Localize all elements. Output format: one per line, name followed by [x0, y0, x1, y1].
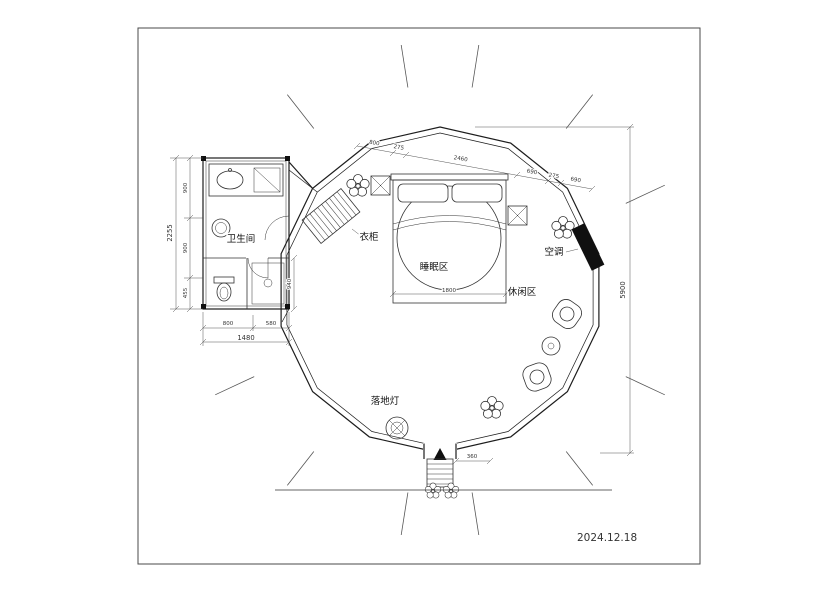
- label-floor-lamp: 落地灯: [371, 395, 400, 407]
- plant-icon: [480, 396, 504, 419]
- toilet: [213, 276, 235, 302]
- nightstand-right: [507, 205, 528, 226]
- dim-annex-side-text: 940: [287, 278, 293, 289]
- dim-top-seg-1: 800: [368, 140, 380, 148]
- dim-top-seg-3: 2460: [453, 155, 468, 163]
- wardrobe: [301, 188, 361, 244]
- label-air-conditioner: 空调: [544, 246, 563, 258]
- dim-left-seg-1: 900: [183, 182, 189, 193]
- dim-overall-height: 5900: [619, 281, 627, 298]
- radiating-rays: [215, 44, 665, 536]
- drawing-frame: [137, 27, 701, 565]
- dim-top-seg-6: 690: [570, 177, 582, 185]
- plant-icon: [442, 482, 460, 499]
- plant-icon: [424, 482, 442, 499]
- dim-left-seg-3: 455: [183, 287, 189, 298]
- dim-annex-side: 940: [286, 254, 298, 313]
- dim-annex-seg-1: 800: [223, 321, 234, 327]
- side-table: [541, 336, 561, 356]
- label-wardrobe: 衣柜: [359, 231, 379, 243]
- dim-top-seg-5: 275: [548, 173, 560, 181]
- dim-annex-total: 1480: [237, 334, 254, 342]
- dim-entry-width: 360: [467, 454, 478, 460]
- leisure-furniture: [522, 299, 582, 392]
- label-bathroom: 卫生间: [227, 233, 256, 245]
- dim-left: 900 900 455 2255: [165, 154, 203, 313]
- room-labels: 卫生间 衣柜 睡眠区 休闲区 空调 落地灯: [225, 230, 565, 409]
- drawing-date: 2024.12.18: [577, 532, 637, 544]
- lounge-chair: [522, 362, 552, 392]
- dim-left-seg-2: 900: [183, 242, 189, 253]
- entry-arrow-icon: [433, 448, 447, 460]
- entrance: 360: [423, 443, 494, 499]
- dim-top-seg-2: 275: [393, 144, 405, 152]
- label-leaders: [351, 228, 362, 237]
- dim-annex-bottom: 800 580 1480: [199, 312, 293, 346]
- plant-icon: [551, 216, 575, 239]
- bed: 1800: [370, 173, 528, 304]
- center-rug: [396, 185, 502, 291]
- nightstand-left: [370, 175, 391, 196]
- bathroom-annex: [201, 156, 318, 323]
- plant-icon: [346, 174, 370, 197]
- dim-bed-width: 1800: [442, 288, 456, 294]
- floor-lamp: [385, 416, 409, 440]
- dim-top-seg-4: 690: [526, 169, 538, 177]
- label-leisure-area: 休闲区: [508, 286, 537, 298]
- air-conditioner: [565, 223, 605, 271]
- label-sleeping-area: 睡眠区: [420, 261, 449, 273]
- shower: [251, 262, 285, 305]
- dim-top: 800 275 2460 690 275 690: [353, 139, 596, 193]
- dim-right: 5900: [475, 123, 634, 457]
- dim-left-total: 2255: [166, 224, 174, 241]
- dim-annex-seg-2: 580: [266, 321, 277, 327]
- vanity-sink: [208, 163, 284, 197]
- lounge-chair: [552, 299, 582, 329]
- washing-machine: [211, 218, 231, 238]
- entry-steps: [426, 458, 454, 488]
